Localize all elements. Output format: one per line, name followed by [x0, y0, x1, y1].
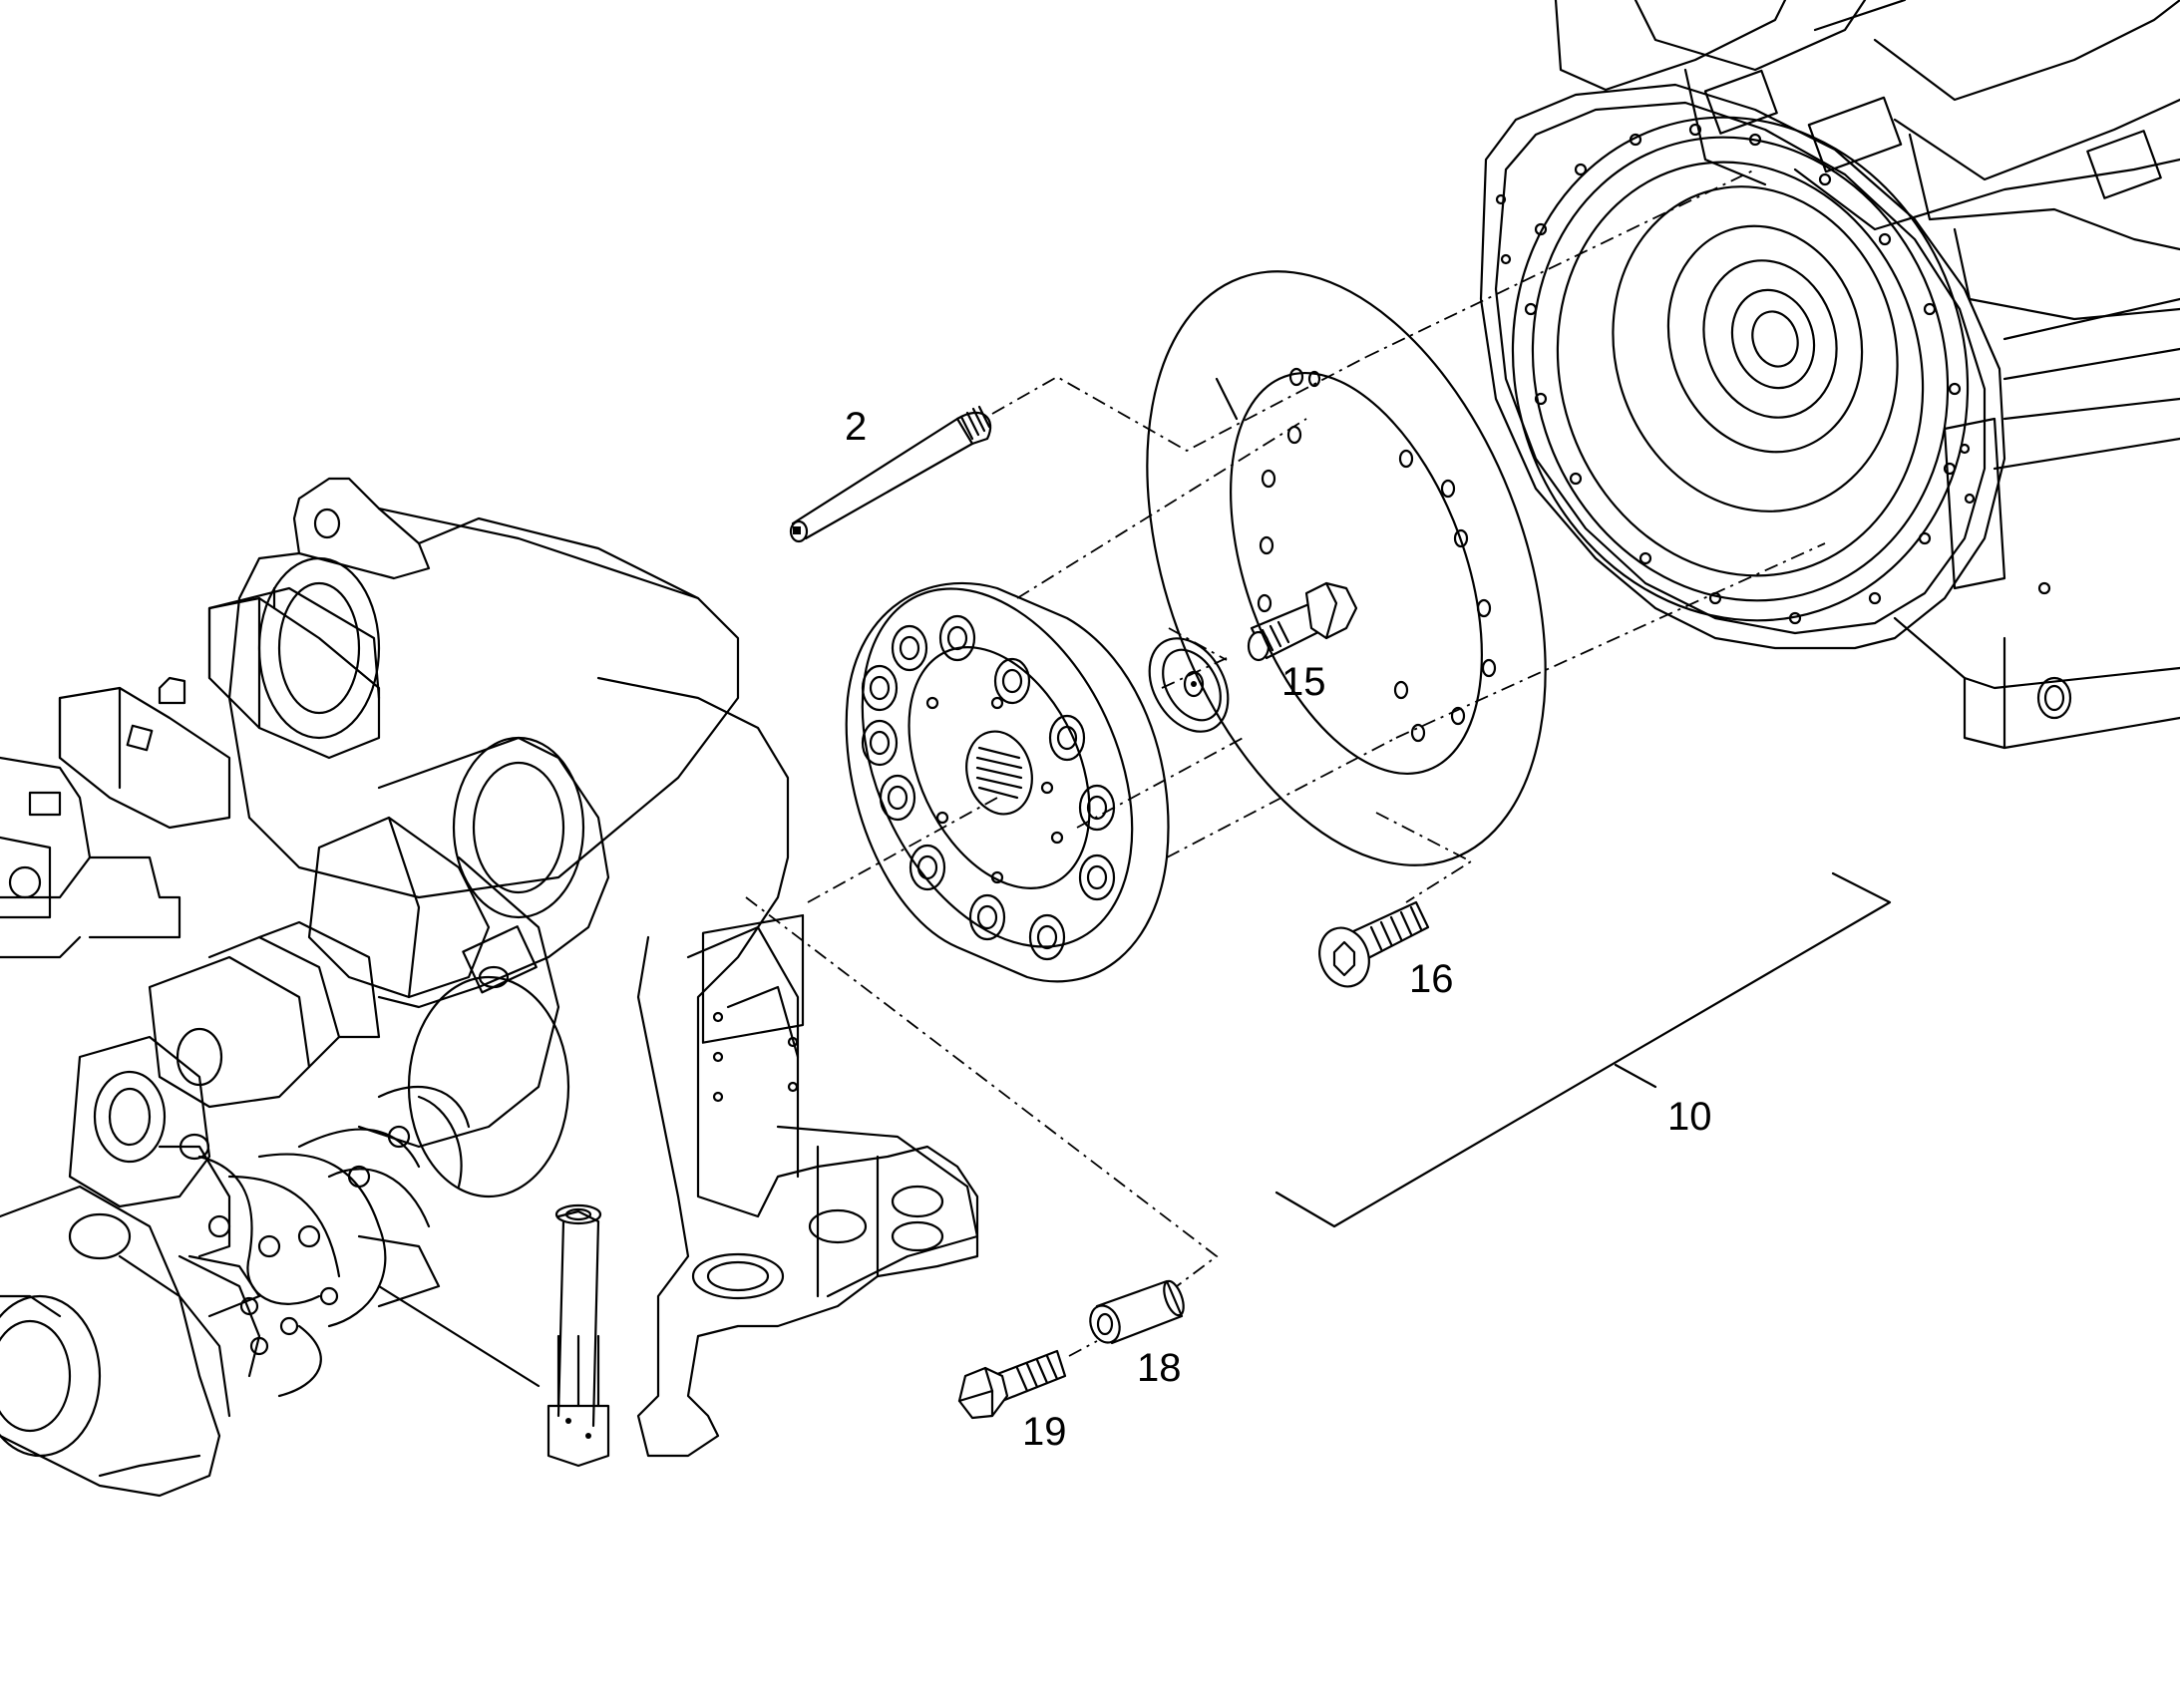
callout-10-bracket — [1274, 871, 1892, 1228]
flexible-coupling-disc — [845, 581, 1170, 983]
part-15-bolt — [1247, 581, 1358, 662]
callout-label-16: 16 — [1409, 957, 1454, 1001]
adapter-plate-ring — [1146, 270, 1547, 866]
part-18-sleeve — [1089, 1279, 1185, 1345]
plate-bolt-holes — [1257, 367, 1497, 743]
coupling-bushings — [861, 614, 1116, 961]
callout-label-2: 2 — [845, 405, 868, 449]
part-2-stud — [789, 405, 992, 543]
part-15-washer — [1148, 637, 1230, 733]
part-19-hex-bolt — [957, 1349, 1067, 1420]
transmission-assembly — [0, 477, 979, 1498]
engine-block — [1479, 0, 2180, 750]
callout-label-19: 19 — [1022, 1410, 1067, 1454]
callout-label-10: 10 — [1667, 1095, 1712, 1139]
callout-label-15: 15 — [1281, 660, 1326, 704]
part-16-cap-screw — [1318, 900, 1430, 988]
assembly-centerlines — [745, 169, 1826, 1357]
housing-bolt-holes — [1495, 123, 2051, 625]
callout-label-18: 18 — [1137, 1346, 1182, 1390]
